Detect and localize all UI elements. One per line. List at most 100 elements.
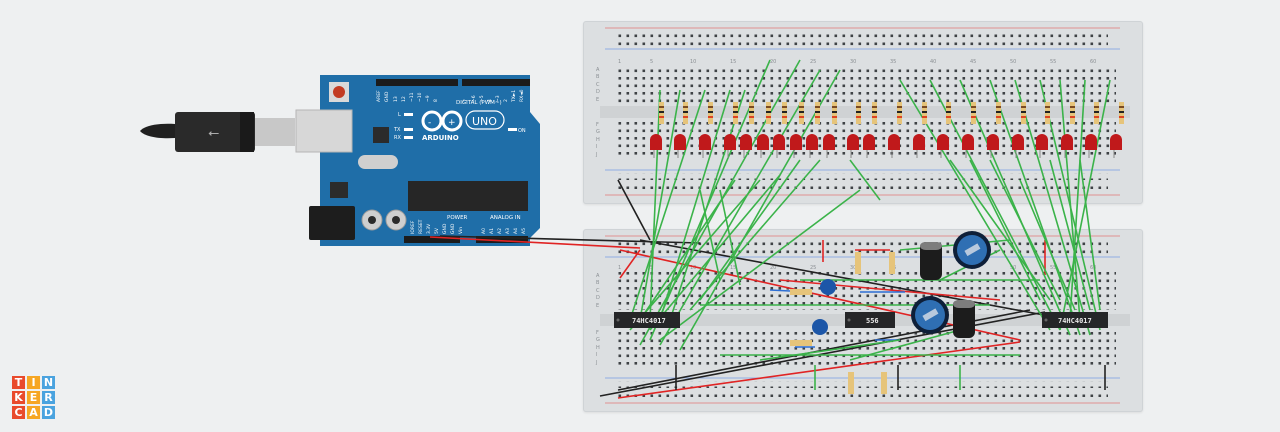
bottom-row-c: C bbox=[596, 288, 600, 294]
resistor-band bbox=[733, 111, 738, 113]
chip-left-74hc4017[interactable]: 74HC4017 bbox=[614, 312, 680, 328]
pin-a4: A4 bbox=[513, 228, 519, 234]
resistor-band bbox=[1119, 116, 1124, 118]
wire-black-arduino-gnd[interactable] bbox=[439, 235, 701, 244]
led-red[interactable] bbox=[757, 134, 769, 150]
resistor-band bbox=[832, 116, 837, 118]
pin-8: 8 bbox=[433, 99, 439, 102]
resistor[interactable] bbox=[790, 340, 812, 346]
led-red[interactable] bbox=[1036, 134, 1048, 150]
resistor-band bbox=[1021, 111, 1026, 113]
led-red[interactable] bbox=[888, 134, 900, 150]
top-col-25: 25 bbox=[810, 59, 816, 65]
bottom-row-j: J bbox=[595, 360, 597, 366]
potentiometer-2[interactable] bbox=[911, 296, 949, 334]
l-led-label: L bbox=[398, 112, 401, 118]
ceramic-capacitor-2[interactable] bbox=[812, 319, 828, 335]
arduino-model: UNO bbox=[472, 115, 497, 128]
bottom-col-20: 20 bbox=[770, 265, 776, 271]
led-red[interactable] bbox=[1061, 134, 1073, 150]
bottom-row-d: D bbox=[596, 295, 600, 301]
bottom-resistors[interactable] bbox=[790, 252, 895, 394]
led-red[interactable] bbox=[740, 134, 752, 150]
usb-icon: ⭠ bbox=[208, 125, 219, 141]
resistor-band bbox=[815, 106, 820, 108]
led-red[interactable] bbox=[863, 134, 875, 150]
resistor[interactable] bbox=[889, 252, 895, 274]
pin-gnd-1: GND bbox=[442, 223, 448, 234]
digital-label: DIGITAL (PWM~) bbox=[456, 100, 502, 106]
led-red[interactable] bbox=[773, 134, 785, 150]
led-red[interactable] bbox=[724, 134, 736, 150]
resistor-band bbox=[659, 111, 664, 113]
top-row-a: A bbox=[596, 67, 600, 73]
chip-timer-556[interactable]: 556 bbox=[845, 312, 895, 328]
resistor[interactable] bbox=[855, 252, 861, 274]
pin-gnd: GND bbox=[384, 91, 390, 102]
pin-a2: A2 bbox=[497, 228, 503, 234]
bottom-col-25: 25 bbox=[810, 265, 816, 271]
bottom-col-15: 15 bbox=[730, 265, 736, 271]
resistor-band bbox=[971, 106, 976, 108]
resistor[interactable] bbox=[848, 372, 854, 394]
on-label: ON bbox=[518, 128, 526, 134]
led-red[interactable] bbox=[790, 134, 802, 150]
led-red[interactable] bbox=[699, 134, 711, 150]
led-red[interactable] bbox=[847, 134, 859, 150]
resistor-band bbox=[799, 106, 804, 108]
led-red[interactable] bbox=[962, 134, 974, 150]
led-red[interactable] bbox=[823, 134, 835, 150]
led-red[interactable] bbox=[1085, 134, 1097, 150]
resistor-band bbox=[897, 111, 902, 113]
resistor-band bbox=[1094, 116, 1099, 118]
resistor-band bbox=[946, 106, 951, 108]
chip-right-74hc4017[interactable]: 74HC4017 bbox=[1042, 312, 1108, 328]
led-red[interactable] bbox=[674, 134, 686, 150]
chip-left-label: 74HC4017 bbox=[632, 317, 666, 325]
resistor-band bbox=[946, 116, 951, 118]
pin-9: ~9 bbox=[425, 95, 431, 102]
resistor[interactable] bbox=[881, 372, 887, 394]
electrolytic-capacitor-2[interactable] bbox=[953, 300, 975, 338]
resistor-band bbox=[708, 106, 713, 108]
resistor-band bbox=[856, 116, 861, 118]
resistor-band bbox=[1045, 111, 1050, 113]
resistor-band bbox=[897, 116, 902, 118]
top-row-g: G bbox=[596, 129, 600, 135]
led-red[interactable] bbox=[937, 134, 949, 150]
led-red[interactable] bbox=[1012, 134, 1024, 150]
potentiometer-1[interactable] bbox=[953, 231, 991, 269]
resistor-band bbox=[872, 111, 877, 113]
bottom-col-30: 30 bbox=[850, 265, 856, 271]
chip-timer-label: 556 bbox=[866, 317, 879, 325]
top-col-30: 30 bbox=[850, 59, 856, 65]
top-col-55: 55 bbox=[1050, 59, 1056, 65]
bottom-col-60: 60 bbox=[1090, 265, 1096, 271]
signal-wires[interactable] bbox=[629, 59, 1111, 390]
logo-letter-n: N bbox=[42, 376, 55, 389]
resistor-band bbox=[1119, 106, 1124, 108]
ceramic-capacitor-1[interactable] bbox=[820, 279, 836, 295]
led-array[interactable] bbox=[650, 102, 1124, 158]
led-red[interactable] bbox=[650, 134, 662, 150]
tinkercad-logo[interactable]: T I N K E R C A D bbox=[12, 376, 56, 420]
resistor-band bbox=[856, 111, 861, 113]
led-red[interactable] bbox=[1110, 134, 1122, 150]
resistor-band bbox=[1045, 116, 1050, 118]
logo-letter-c: C bbox=[12, 406, 25, 419]
resistor[interactable] bbox=[790, 289, 812, 295]
pin-ioref: IOREF bbox=[410, 220, 416, 234]
top-col-15: 15 bbox=[730, 59, 736, 65]
wire-red-arduino-5v[interactable] bbox=[429, 236, 641, 249]
electrolytic-capacitor-1[interactable] bbox=[920, 242, 942, 280]
arduino-uno[interactable]: ⭠ - + ARDUINO bbox=[140, 75, 540, 246]
led-red[interactable] bbox=[987, 134, 999, 150]
led-red[interactable] bbox=[806, 134, 818, 150]
chip-right-label: 74HC4017 bbox=[1058, 317, 1092, 325]
led-red[interactable] bbox=[913, 134, 925, 150]
top-col-1: 1 bbox=[618, 59, 621, 65]
pin-a5: A5 bbox=[521, 228, 527, 234]
bottom-row-g: G bbox=[596, 337, 600, 343]
resistor-band bbox=[766, 111, 771, 113]
top-col-40: 40 bbox=[930, 59, 936, 65]
